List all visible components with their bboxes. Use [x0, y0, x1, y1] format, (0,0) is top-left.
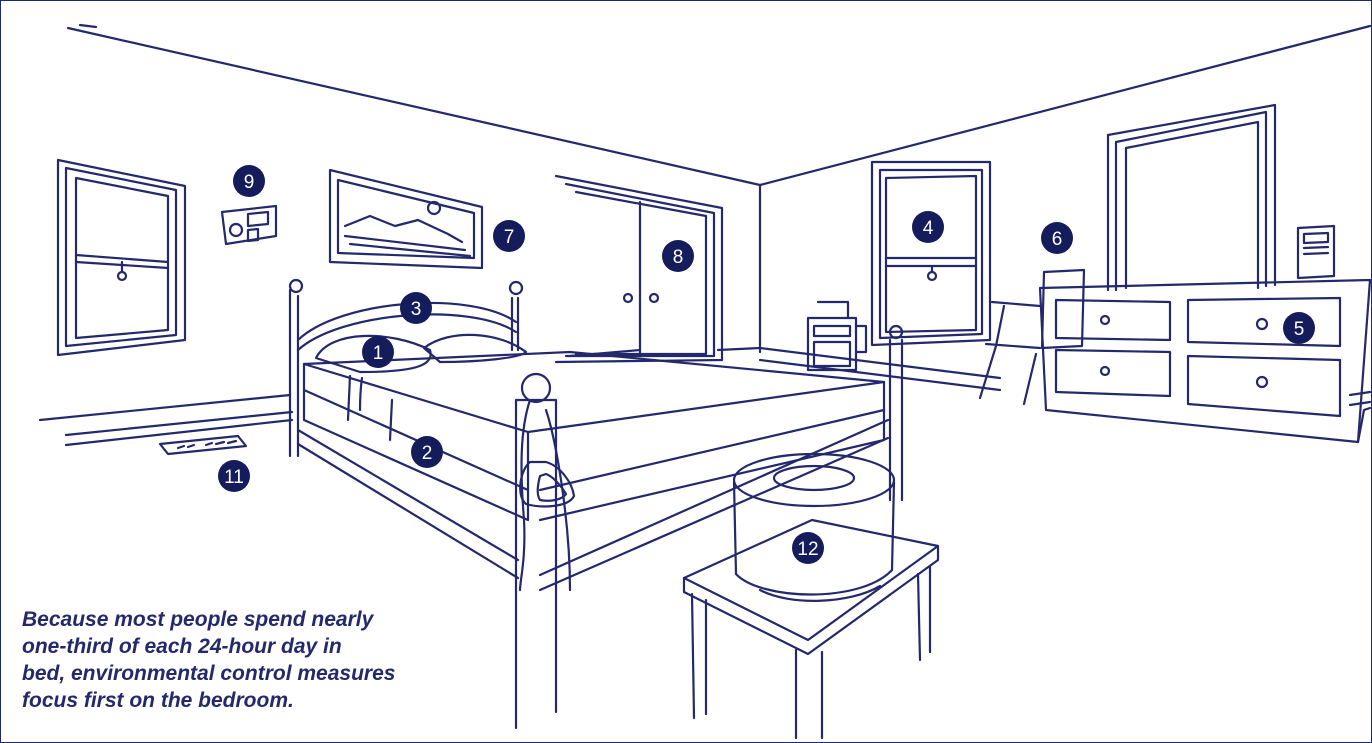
thermostat: [222, 206, 276, 244]
humidifier: [734, 454, 894, 601]
marker-label: 8: [673, 247, 684, 268]
marker-7: 7: [493, 220, 525, 252]
marker-4: 4: [912, 211, 944, 243]
wall-picture: [330, 170, 482, 268]
marker-3: 3: [400, 292, 432, 324]
closet-doors: [556, 176, 722, 362]
window-right: [872, 162, 990, 345]
marker-label: 3: [411, 299, 422, 320]
caption: Because most people spend nearly one-thi…: [22, 606, 492, 714]
wall-device: [1298, 226, 1334, 278]
marker-8: 8: [662, 240, 694, 272]
marker-label: 5: [1294, 319, 1305, 340]
marker-label: 12: [797, 539, 818, 560]
doorway: [1108, 105, 1275, 290]
caption-line-3: bed, environmental control measures: [22, 660, 492, 687]
ceiling-line-left: [68, 28, 760, 185]
marker-label: 1: [373, 343, 384, 364]
window-left: [58, 160, 185, 355]
marker-label: 7: [504, 227, 515, 248]
ceiling-line-right: [760, 26, 1370, 185]
marker-label: 4: [923, 218, 934, 239]
marker-2: 2: [411, 436, 443, 468]
marker-6: 6: [1041, 222, 1073, 254]
marker-label: 11: [224, 467, 244, 488]
caption-line-1: Because most people spend nearly: [22, 606, 492, 633]
caption-line-4: focus first on the bedroom.: [22, 687, 492, 714]
caption-line-2: one-third of each 24-hour day in: [22, 633, 492, 660]
marker-label: 6: [1052, 229, 1063, 250]
marker-1: 1: [362, 336, 394, 368]
floor-vent: [160, 436, 246, 454]
marker-5: 5: [1283, 312, 1315, 344]
marker-9: 9: [233, 165, 265, 197]
baseboard-left: [40, 395, 292, 445]
marker-12: 12: [792, 532, 824, 564]
marker-label: 9: [244, 172, 255, 193]
dresser: [1040, 280, 1370, 442]
chair: [980, 270, 1084, 404]
marker-11: 11: [218, 460, 250, 492]
baseboard-right: [760, 348, 1000, 390]
marker-label: 2: [422, 443, 433, 464]
